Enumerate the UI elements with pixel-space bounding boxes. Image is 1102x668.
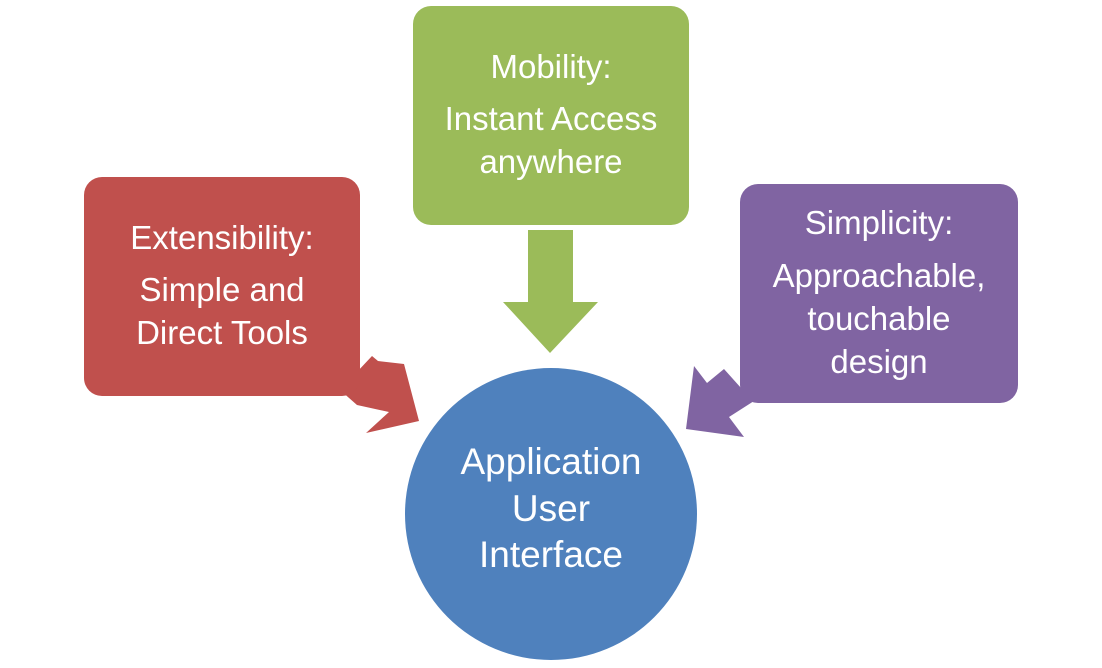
simplicity-arrow <box>686 366 754 437</box>
extensibility-box: Extensibility: Simple and Direct Tools <box>84 177 360 396</box>
mobility-description: Instant Access anywhere <box>444 100 658 181</box>
simplicity-box: Simplicity: Approachable, touchable desi… <box>740 184 1018 403</box>
extensibility-title: Extensibility: <box>130 218 314 256</box>
mobility-box: Mobility: Instant Access anywhere <box>413 6 689 225</box>
center-label: Application User Interface <box>460 440 642 576</box>
simplicity-title: Simplicity: <box>804 204 954 242</box>
extensibility-description: Simple and Direct Tools <box>136 271 308 352</box>
mobility-title: Mobility: <box>490 47 612 85</box>
simplicity-description: Approachable, touchable design <box>772 256 986 380</box>
mobility-arrow <box>503 230 598 353</box>
application-user-interface-circle: Application User Interface <box>405 368 697 660</box>
